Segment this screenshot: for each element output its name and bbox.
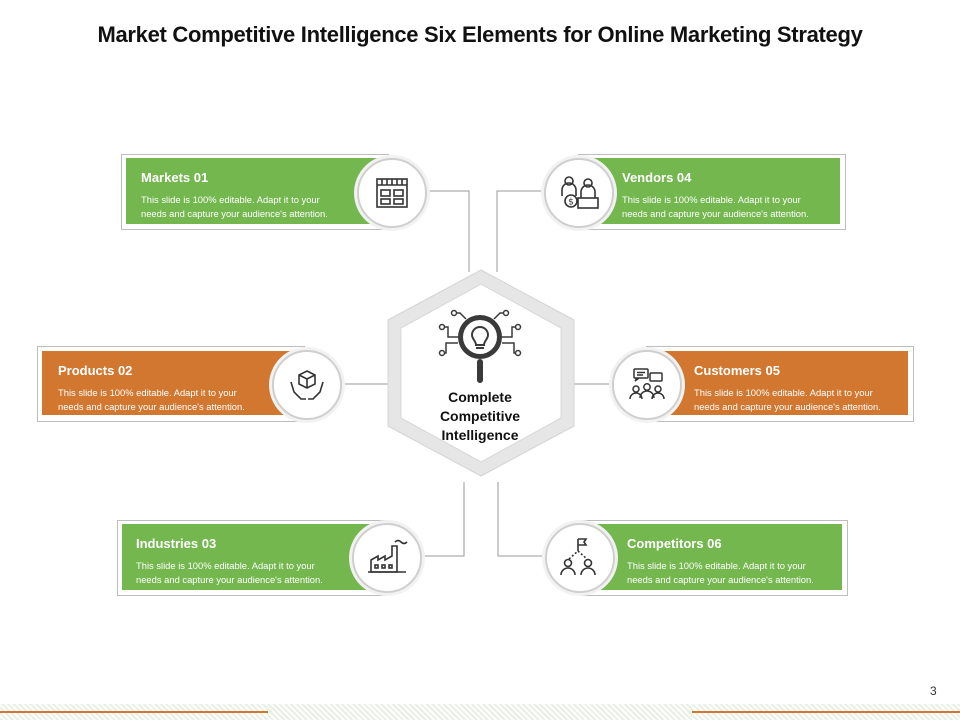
markets-text-line2: needs and capture your audience's attent… [141, 207, 328, 219]
footer-band [0, 704, 960, 720]
page-title: Market Competitive Intelligence Six Elem… [97, 22, 863, 47]
product-box-hands-icon [290, 370, 324, 400]
customers-text-line2: needs and capture your audience's attent… [694, 400, 881, 412]
market-stall-icon [376, 178, 408, 208]
competitors-text-line1: This slide is 100% editable. Adapt it to… [627, 560, 806, 571]
footer-accent-left [0, 711, 268, 713]
vendors-card: Vendors 04 This slide is 100% editable. … [578, 158, 840, 224]
products-title: Products 02 [58, 363, 133, 378]
customers-description: This slide is 100% editable. Adapt it to… [694, 386, 881, 413]
center-label-line2: Competitive [439, 408, 521, 424]
center-label: Complete Competitive Intelligence [405, 388, 555, 445]
factory-icon [368, 539, 408, 573]
industries-icon-circle [352, 523, 422, 593]
customers-text-line1: This slide is 100% editable. Adapt it to… [694, 387, 873, 398]
competitors-description: This slide is 100% editable. Adapt it to… [627, 559, 814, 586]
competitors-icon-circle [545, 523, 615, 593]
customers-chat-icon [629, 368, 665, 400]
connector-vendors [496, 190, 544, 272]
vendors-title: Vendors 04 [622, 170, 692, 185]
products-icon-circle [272, 350, 342, 420]
vendors-description: This slide is 100% editable. Adapt it to… [622, 193, 809, 220]
footer-accent-right [692, 711, 960, 713]
industries-text-line1: This slide is 100% editable. Adapt it to… [136, 560, 315, 571]
vendors-text-line2: needs and capture your audience's attent… [622, 207, 809, 219]
industries-description: This slide is 100% editable. Adapt it to… [136, 559, 323, 586]
markets-card: Markets 01 This slide is 100% editable. … [126, 158, 388, 224]
connector-markets [424, 190, 470, 272]
products-description: This slide is 100% editable. Adapt it to… [58, 386, 245, 413]
markets-text-line1: This slide is 100% editable. Adapt it to… [141, 194, 320, 205]
industries-title: Industries 03 [136, 536, 217, 551]
products-card: Products 02 This slide is 100% editable.… [42, 351, 304, 415]
products-text-line2: needs and capture your audience's attent… [58, 400, 245, 412]
center-label-line1: Complete [448, 389, 512, 405]
connector-industries [418, 482, 465, 557]
markets-icon-circle [357, 158, 427, 228]
customers-card: Customers 05 This slide is 100% editable… [646, 351, 908, 415]
connector-competitors [497, 482, 547, 557]
competitors-text-line2: needs and capture your audience's attent… [627, 573, 814, 585]
customers-title: Customers 05 [694, 363, 780, 378]
center-label-line3: Intelligence [441, 427, 519, 443]
vendors-icon-circle: $ [544, 158, 614, 228]
svg-text:$: $ [568, 198, 574, 208]
competitors-title: Competitors 06 [627, 536, 722, 551]
competitors-card: Competitors 06 This slide is 100% editab… [580, 524, 842, 590]
markets-title: Markets 01 [141, 170, 209, 185]
customers-icon-circle [612, 350, 682, 420]
vendors-text-line1: This slide is 100% editable. Adapt it to… [622, 194, 801, 205]
vendor-people-icon: $ [561, 176, 599, 209]
products-text-line1: This slide is 100% editable. Adapt it to… [58, 387, 237, 398]
industries-card: Industries 03 This slide is 100% editabl… [122, 524, 384, 590]
page-number: 3 [930, 684, 937, 698]
markets-description: This slide is 100% editable. Adapt it to… [141, 193, 328, 220]
industries-text-line2: needs and capture your audience's attent… [136, 573, 323, 585]
lightbulb-magnifier-icon [438, 305, 522, 392]
competitors-flag-icon [560, 538, 596, 576]
